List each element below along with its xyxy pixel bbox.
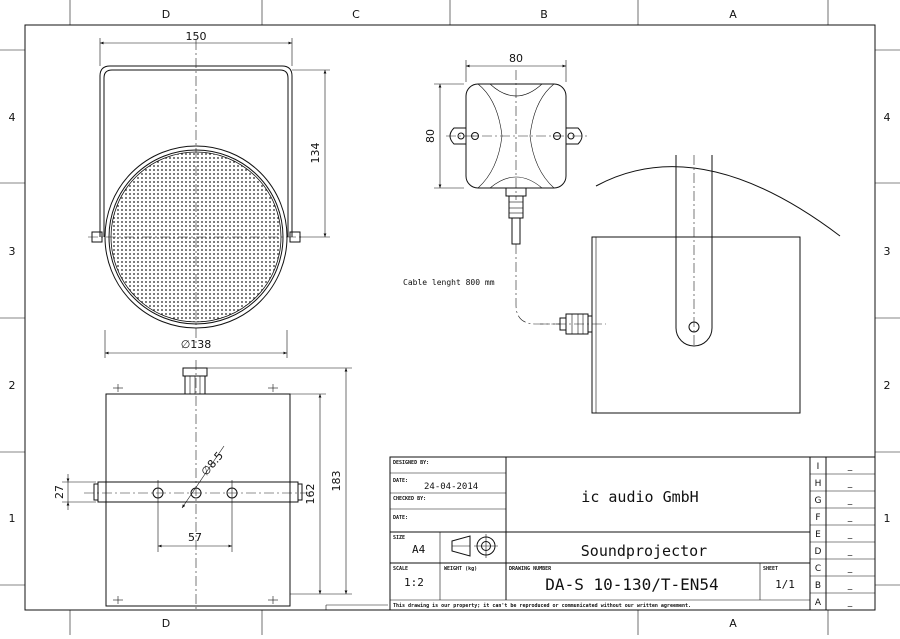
- zone-row-3-left: 3: [9, 245, 16, 258]
- revision-mark: _: [847, 496, 853, 506]
- revision-letter: D: [815, 547, 822, 557]
- bottom-view: [84, 360, 312, 612]
- designed-by-label: DESIGNED BY:: [393, 460, 429, 466]
- zone-row-4-left: 4: [9, 111, 16, 124]
- drawing-number: DA-S 10-130/T-EN54: [545, 575, 718, 594]
- drawing-number-label: DRAWING NUMBER: [509, 566, 552, 572]
- date-label-1: DATE:: [393, 478, 408, 484]
- revision-letter: B: [815, 581, 821, 591]
- size-label: SIZE: [393, 535, 405, 541]
- zone-labels: D C B A D A 4 3 2 1 4 3 2 1: [9, 8, 891, 630]
- projection-symbol-icon: [451, 534, 498, 558]
- junction-box-dimensions: 80 80: [424, 52, 567, 189]
- bottom-view-dimensions: ∅8.5 27 57 162 183: [53, 367, 352, 595]
- sheet-number: 1/1: [775, 578, 795, 591]
- zone-col-a-bottom: A: [729, 617, 737, 630]
- scale-value: 1:2: [404, 576, 424, 589]
- title-block: DESIGNED BY: DATE: 24-04-2014 CHECKED BY…: [389, 456, 811, 611]
- junction-box-view: [446, 70, 590, 325]
- dim-front-height: 134: [309, 143, 322, 164]
- revision-letter: A: [815, 598, 822, 608]
- company-name: ic audio GmbH: [581, 488, 698, 506]
- dim-box-height: 80: [424, 129, 437, 143]
- cable-length-note: Cable lenght 800 mm: [403, 278, 495, 287]
- revision-mark: _: [847, 530, 853, 540]
- revision-letter: G: [815, 496, 822, 506]
- revision-mark: _: [847, 479, 853, 489]
- dim-box-width: 80: [509, 52, 523, 65]
- revision-mark: _: [847, 513, 853, 523]
- zone-row-2-left: 2: [9, 379, 16, 392]
- zone-row-3-right: 3: [884, 245, 891, 258]
- copyright-note: This drawing is our property; it can't b…: [393, 603, 691, 609]
- revision-letter: I: [817, 462, 820, 472]
- weight-label: WEIGHT (kg): [444, 566, 477, 572]
- revision-letter: F: [815, 513, 820, 523]
- revision-table: I _ H _ G _ F _ E _ D _ C _ B _ A _: [809, 456, 876, 611]
- revision-mark: _: [847, 564, 853, 574]
- checked-by-label: CHECKED BY:: [393, 496, 426, 502]
- drawing-title: Soundprojector: [581, 542, 707, 560]
- zone-row-2-right: 2: [884, 379, 891, 392]
- revision-mark: _: [847, 598, 853, 608]
- dim-front-width: 150: [186, 30, 207, 43]
- dim-hole-spacing: 57: [188, 531, 202, 544]
- revision-mark: _: [847, 462, 853, 472]
- revision-mark: _: [847, 547, 853, 557]
- revision-mark: _: [847, 581, 853, 591]
- scale-label: SCALE: [393, 566, 408, 572]
- side-view: [540, 155, 841, 414]
- front-view-dimensions: 150 134 ∅138: [99, 30, 330, 358]
- zone-row-4-right: 4: [884, 111, 891, 124]
- revision-letter: E: [815, 530, 821, 540]
- zone-col-d-bottom: D: [162, 617, 170, 630]
- zone-col-c-top: C: [352, 8, 360, 21]
- zone-row-1-right: 1: [884, 512, 891, 525]
- design-date: 24-04-2014: [424, 482, 478, 492]
- dim-side-flange: 27: [53, 485, 66, 499]
- paper-size: A4: [412, 543, 426, 556]
- zone-col-b-top: B: [540, 8, 548, 21]
- front-view: [88, 40, 304, 345]
- dim-body-height: 162: [304, 484, 317, 505]
- dim-total-height: 183: [330, 471, 343, 492]
- date-label-2: DATE:: [393, 515, 408, 521]
- revision-letter: H: [815, 479, 822, 489]
- sheet-label: SHEET: [763, 566, 778, 572]
- zone-row-1-left: 1: [9, 512, 16, 525]
- revision-letter: C: [815, 564, 821, 574]
- dim-front-diameter: ∅138: [181, 338, 212, 351]
- dim-hole: ∅8.5: [199, 449, 226, 478]
- zone-col-d-top: D: [162, 8, 170, 21]
- zone-col-a-top: A: [729, 8, 737, 21]
